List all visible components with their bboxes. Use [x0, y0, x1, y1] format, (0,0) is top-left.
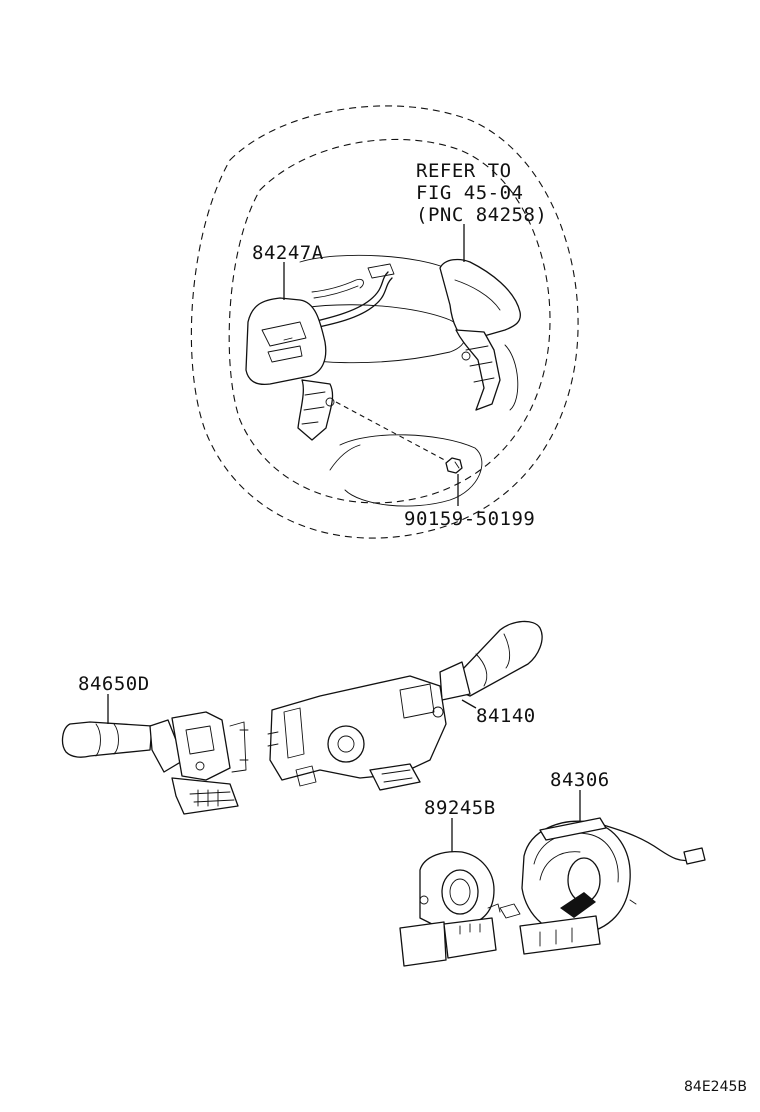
refer-line-1: REFER TO	[416, 160, 512, 182]
right-steering-switch	[439, 258, 521, 411]
label-89245B: 89245B	[424, 797, 496, 819]
illustration-code: 84E245B	[684, 1079, 747, 1095]
label-84247A: 84247A	[252, 242, 324, 264]
label-84140: 84140	[476, 705, 536, 727]
leader-84140	[461, 699, 477, 709]
spiral-cable-84306	[499, 817, 706, 955]
refer-line-3: (PNC 84258)	[416, 204, 547, 226]
left-steering-switch-84247A	[245, 297, 335, 441]
refer-line-2: FIG 45-04	[416, 182, 523, 204]
label-84650D: 84650D	[78, 673, 150, 695]
wire-harness	[299, 263, 395, 331]
wiper-switch-84140	[267, 620, 543, 791]
label-90159-50199: 90159-50199	[404, 508, 535, 530]
steering-sensor-89245B	[399, 850, 501, 967]
label-84306: 84306	[550, 769, 610, 791]
steering-wheel-outline	[190, 105, 579, 539]
screw-90159	[335, 401, 463, 474]
turn-signal-switch-84650D	[61, 711, 249, 815]
